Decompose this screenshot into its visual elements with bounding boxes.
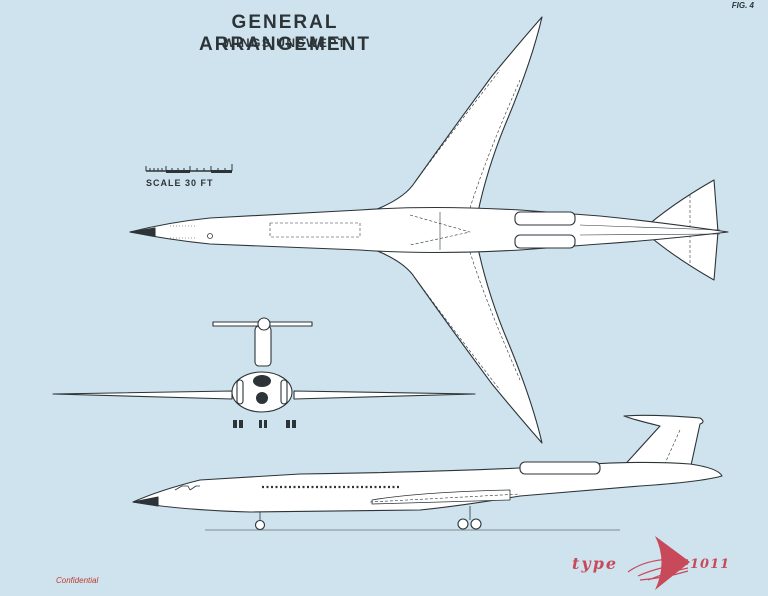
front-wing-right (293, 390, 476, 400)
figure-label: FIG. 4 (731, 1, 754, 10)
plan-wing-lower (374, 247, 543, 444)
side-view (132, 414, 723, 531)
plan-view (129, 16, 729, 444)
plan-fuselage (129, 206, 729, 254)
front-view (52, 317, 476, 428)
drawing-subtitle: WINGS UNSWEPT (223, 36, 347, 50)
drawing-title: GENERAL ARRANGEMENT (199, 12, 371, 55)
side-fuselage (132, 461, 723, 513)
confidential-note: Confidential (56, 576, 99, 585)
type-word: type (572, 554, 619, 573)
plan-wing-upper (374, 16, 543, 213)
scale-label: SCALE 30 FT (146, 178, 214, 188)
scale-bar (145, 164, 233, 173)
type-logo-mark (627, 536, 690, 590)
side-fin (619, 414, 704, 471)
type-number: 1011 (690, 557, 731, 572)
